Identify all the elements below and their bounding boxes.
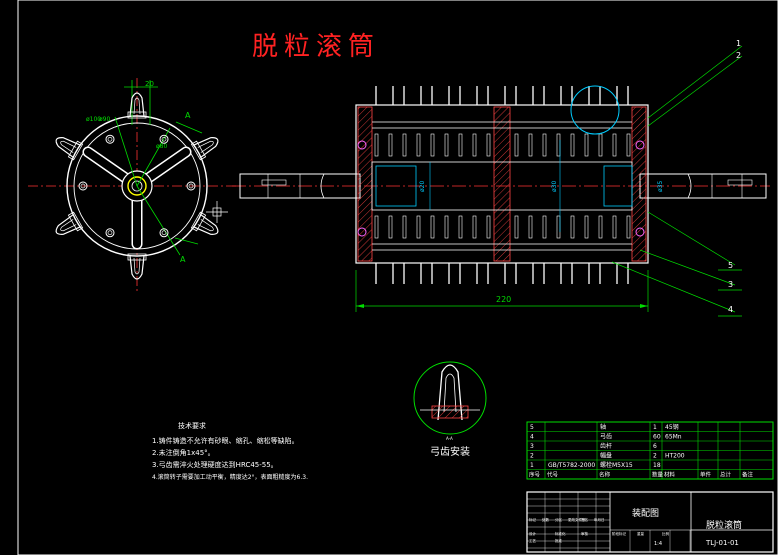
bom-cell: 6 — [653, 443, 657, 450]
bom-header-cell: 代号 — [547, 471, 559, 479]
bom-cell: 齿杆 — [600, 442, 612, 450]
dim-shaft-c: ø35 — [657, 181, 664, 192]
leader-3: 3 — [728, 280, 733, 289]
note-4: 4.滚筒转子需要加工动平衡，精度达2°，表面粗糙度为6.3. — [152, 473, 308, 481]
title-block-label: 重量 — [637, 531, 645, 536]
bom-header-cell: 备注 — [742, 471, 754, 479]
technical-notes: 技术要求 1.铸件铸造不允许有砂眼、缩孔、缩松等缺陷。 2.未注倒角1x45°。… — [152, 421, 308, 481]
bom-cell: 弓齿 — [600, 433, 612, 441]
leader-5: 5 — [728, 261, 733, 270]
bom-cell: HT200 — [665, 453, 685, 460]
bom-header-cell: 数量 — [652, 471, 664, 479]
title-block-label: 标记 — [529, 517, 537, 522]
bom-cell: 3 — [530, 443, 534, 450]
dim-length: 220 — [496, 295, 511, 304]
leader-2: 2 — [736, 51, 741, 60]
bom-header-cell: 序号 — [529, 471, 541, 479]
bom-cell: 5 — [530, 424, 534, 431]
title-block-label: 更改文件号 — [568, 517, 586, 522]
bom-cell: 18 — [653, 462, 661, 469]
bom-cell: 2 — [653, 453, 657, 460]
bom-cell: 轴 — [600, 423, 606, 431]
front-view: ø20 ø30 ø35 220 1 2 3 4 5 — [232, 39, 770, 317]
title-block-label: 工艺 — [529, 538, 537, 543]
bom-cell: 4 — [530, 434, 534, 441]
bom-header-cell: 材料 — [664, 471, 676, 479]
bom-cell: 2 — [530, 453, 534, 460]
dim-dia-b: ø90 — [99, 116, 110, 123]
title-block-label: 审核 — [581, 531, 589, 536]
title-block-label: 标准化 — [555, 531, 566, 536]
dim-shaft-a: ø20 — [419, 181, 426, 192]
title-block-label: 分区 — [555, 517, 563, 522]
bom-cell: 65Mn — [665, 434, 682, 441]
bom-cell: 1 — [530, 462, 534, 469]
note-2: 2.未注倒角1x45°。 — [152, 448, 215, 457]
bom-header-cell: 名称 — [599, 471, 611, 479]
notes-heading: 技术要求 — [178, 421, 206, 430]
leader-4: 4 — [728, 305, 733, 314]
bom-cell: 60 — [653, 434, 661, 441]
dim-dia-a: ø100 — [86, 116, 101, 123]
dim-left-top: 20 — [145, 80, 154, 88]
bom-cell: 1 — [653, 424, 657, 431]
title-block-label: 阶段标记 — [612, 531, 626, 536]
detail-label: 弓齿安装 — [430, 445, 470, 458]
bom-cell: 幅盘 — [600, 452, 612, 460]
dim-shaft-b: ø30 — [551, 181, 558, 192]
part-name: 脱粒滚筒 — [706, 519, 742, 531]
note-1: 1.铸件铸造不允许有砂眼、缩孔、缩松等缺陷。 — [152, 436, 299, 445]
drawing-title: 脱粒滚筒 — [252, 32, 380, 62]
title-block-label: 批准 — [555, 538, 563, 543]
detail-view: A-A 弓齿安装 — [413, 361, 487, 458]
note-3: 3.弓齿需淬火处理硬度达到HRC45-55。 — [152, 460, 278, 469]
bom-cell: 45钢 — [665, 423, 679, 431]
section-mark-top: A — [185, 111, 191, 120]
title-block-label: 比例 — [662, 531, 670, 536]
dim-dia-c: ø80 — [156, 143, 167, 150]
title-block-label: 年月日 — [594, 517, 605, 522]
end-view: 20 ø100 ø90 ø80 A A — [28, 78, 244, 292]
drawing-number: TLJ-01-01 — [705, 539, 739, 547]
bom-header-cell: 单件 — [700, 471, 712, 479]
title-block-label: 签名 — [581, 517, 588, 522]
bom-cell: GB/T5782-2000 — [548, 462, 595, 469]
section-mark-bottom: A — [180, 255, 186, 264]
title-block: 装配图脱粒滚筒 TLJ-01-01 1:4 标记处数分区更改文件号签名 年月日设计 标准化… — [526, 491, 774, 553]
title-block-label: 处数 — [542, 517, 550, 522]
leader-1: 1 — [736, 39, 741, 48]
bom-cell: 螺栓M5X15 — [600, 461, 633, 469]
scale: 1:4 — [654, 541, 662, 547]
drawing-type: 装配图 — [632, 507, 659, 519]
title-block-label: 设计 — [529, 531, 537, 536]
drawing-border — [17, 0, 778, 555]
bom-header-cell: 总计 — [720, 471, 732, 479]
detail-tag: A-A — [446, 436, 453, 441]
